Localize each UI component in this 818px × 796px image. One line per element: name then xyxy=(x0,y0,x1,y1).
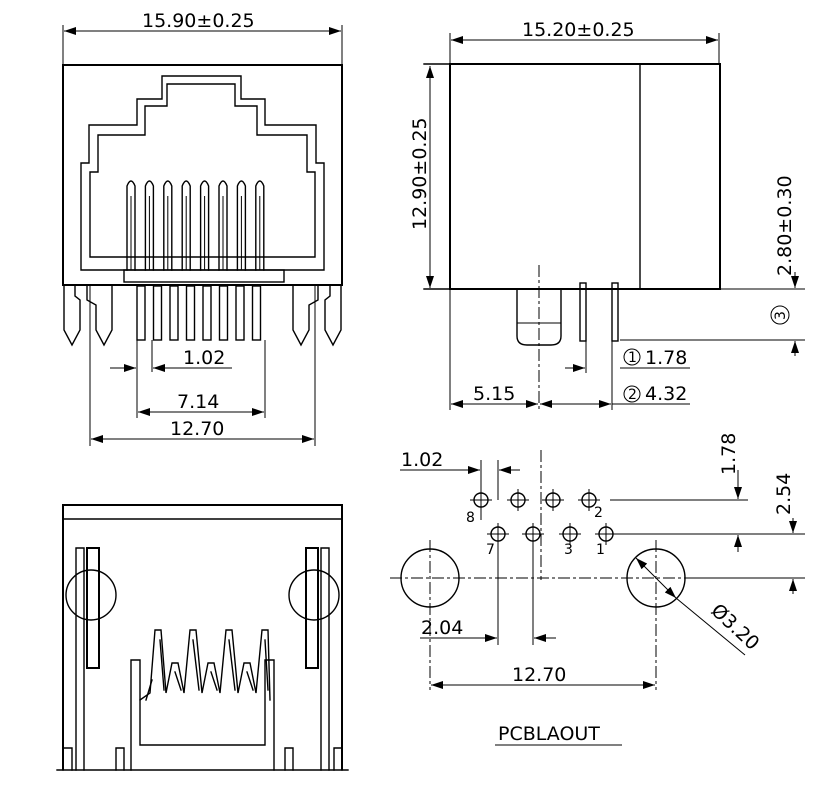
pin-label-7: 7 xyxy=(486,542,495,558)
pin-leg xyxy=(169,285,179,341)
side-post-offset-dimension: 5.15 xyxy=(473,383,515,405)
pin-leg xyxy=(251,285,262,341)
front-post-span-dimension: 12.70 xyxy=(170,418,224,440)
front-view: 15.90±0.25 1.02 7.14 12.70 xyxy=(62,10,343,446)
contact-finger xyxy=(218,180,228,271)
pin-label-3: 3 xyxy=(564,542,573,558)
contact-finger xyxy=(236,180,247,271)
pin-leg xyxy=(218,285,229,341)
side-offset-dimension: 2.80±0.30 xyxy=(774,175,796,276)
front-housing xyxy=(62,64,343,286)
contact-finger xyxy=(181,180,191,271)
side-pin-length-dimension: 3 xyxy=(773,311,789,320)
pcb-layout: 1.02 8 2 7 3 1 Ø3.20 1.78 2.54 xyxy=(390,433,805,746)
front-pitch-dimension: 1.02 xyxy=(183,347,225,369)
callout-1-number: 1 xyxy=(628,350,637,366)
contact-finger xyxy=(163,180,173,271)
pcb-row-offset-dimension: 1.78 xyxy=(718,433,740,475)
pin-leg xyxy=(185,285,196,341)
contact-finger xyxy=(199,180,210,271)
callout-1-value: 1.78 xyxy=(645,347,687,369)
pin-label-8: 8 xyxy=(466,510,475,526)
pin-label-1: 1 xyxy=(596,542,605,558)
pin-leg xyxy=(136,285,146,341)
pcb-row-to-post-dimension: 2.54 xyxy=(773,473,795,515)
pcb-pitch-dimension: 1.02 xyxy=(401,449,443,471)
contact-finger xyxy=(144,180,155,271)
pcb-edge-dimension: 2.04 xyxy=(421,617,463,639)
pin-leg xyxy=(235,285,245,341)
back-view xyxy=(56,504,349,771)
callout-2-value: 4.32 xyxy=(645,383,687,405)
front-row-span-dimension: 7.14 xyxy=(177,391,219,413)
pin-leg xyxy=(152,285,163,341)
pin-leg xyxy=(202,285,212,341)
pcb-post-span-dimension: 12.70 xyxy=(512,664,566,686)
pcb-pin-holes xyxy=(470,489,617,545)
contact-pins xyxy=(126,180,265,271)
contact-finger xyxy=(255,180,265,271)
front-pin-legs xyxy=(136,285,262,341)
callout-2-number: 2 xyxy=(628,387,637,403)
contact-finger xyxy=(126,180,136,271)
side-length-dimension: 15.20±0.25 xyxy=(522,19,635,41)
side-height-dimension: 12.90±0.25 xyxy=(409,117,431,230)
side-view: 15.20±0.25 12.90±0.25 2.80±0.30 3 1 1.7 xyxy=(409,19,805,410)
pcb-layout-title: PCBLAOUT xyxy=(498,723,600,745)
side-housing xyxy=(449,63,721,290)
pin-label-2: 2 xyxy=(594,505,603,521)
front-width-dimension: 15.90±0.25 xyxy=(142,10,255,32)
